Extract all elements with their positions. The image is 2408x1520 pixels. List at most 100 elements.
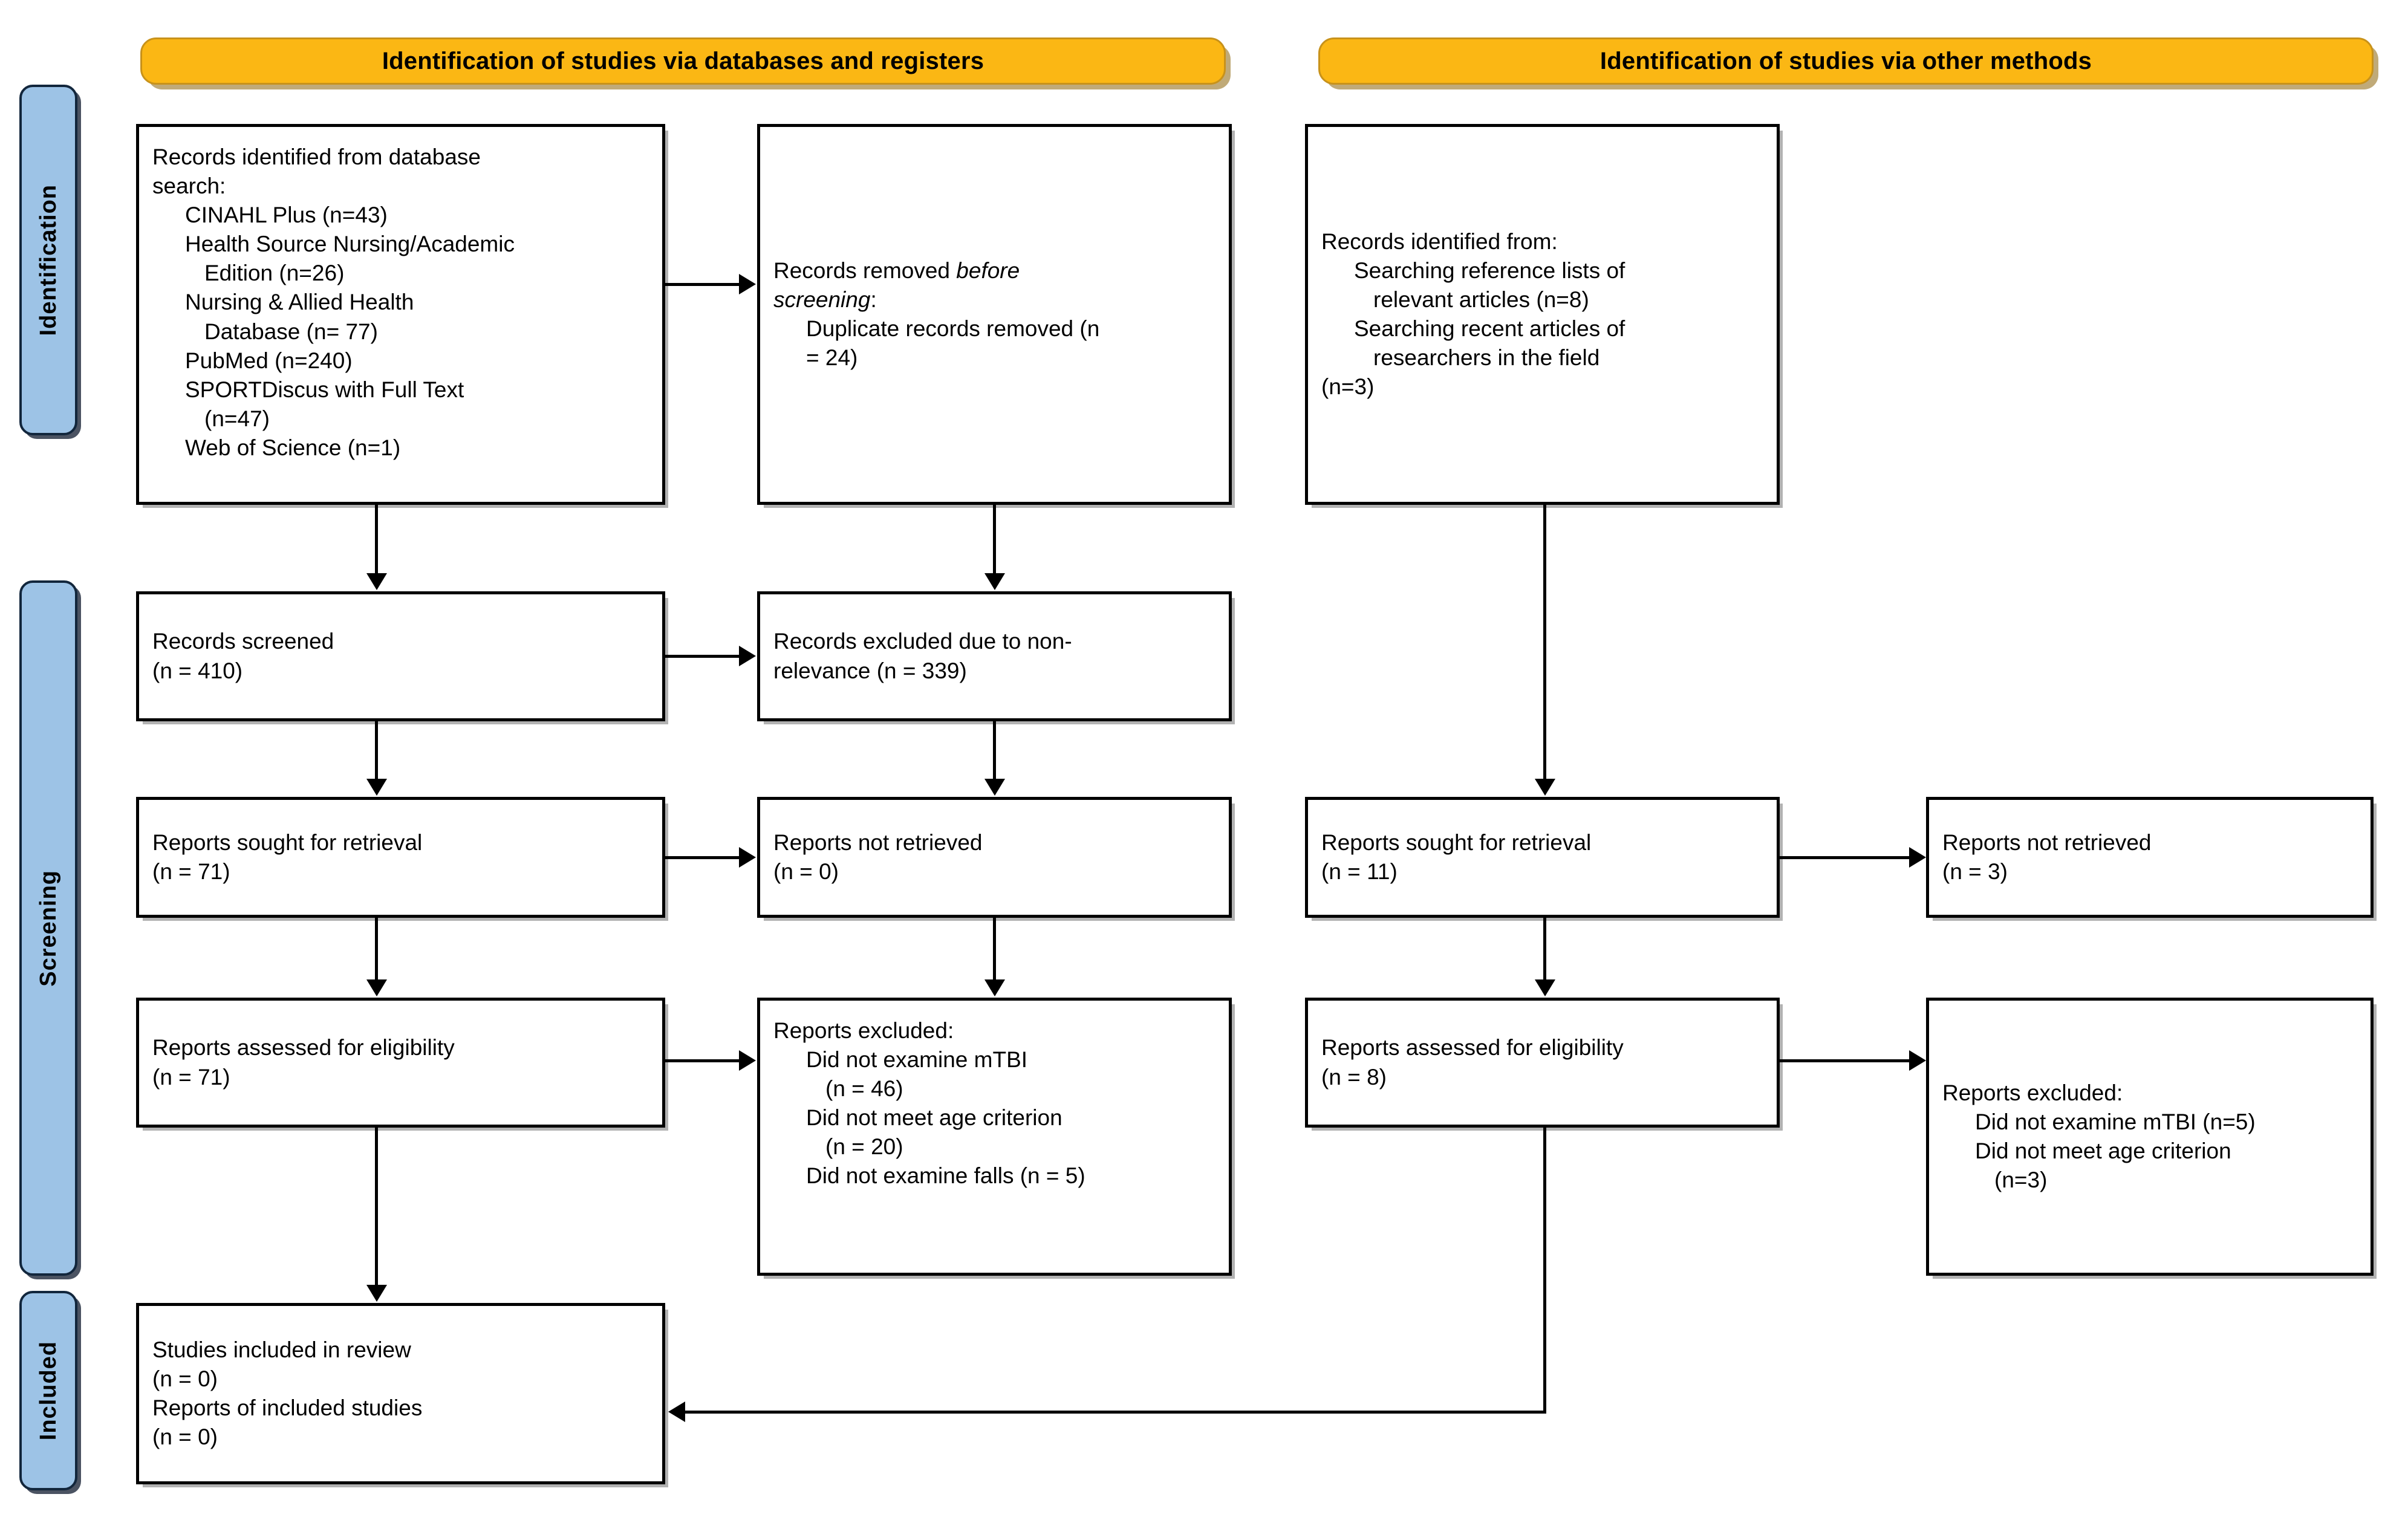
records-removed-line1b-italic: before [956,258,1020,283]
node-reports-sought-for-retrieval-left: Reports sought for retrieval (n = 71) [136,797,665,918]
connector-identified-other-to-sought-right [1543,505,1546,779]
stage-pill-screening: Screening [19,580,77,1276]
stage-label-identification: Identification [35,184,61,336]
records-removed-line1: Records removed before [773,256,1215,285]
records-identified-other-item-3: researchers in the field [1373,345,1600,371]
reports-assessed-right-line1: Reports assessed for eligibility [1321,1035,1624,1060]
connector-screened-to-sought-left [375,721,378,779]
connector-identified-to-removed [665,283,739,286]
arrowhead-identified-to-removed [739,274,756,294]
connector-identified-to-screened [375,505,378,573]
node-records-removed-before-screening: Records removed before screening: Duplic… [757,124,1232,505]
reports-assessed-left-line1: Reports assessed for eligibility [152,1035,455,1060]
arrowhead-screened-to-sought-left [366,779,387,796]
arrowhead-sought-to-assessed-right [1535,979,1555,996]
reports-sought-right-line1: Reports sought for retrieval [1321,830,1592,855]
arrowhead-notretrieved-to-excluded-left [984,979,1005,996]
records-identified-other-item-0: Searching reference lists of [1354,258,1625,283]
studies-included-line4: (n = 0) [152,1424,218,1450]
reports-excluded-right-item-2: (n=3) [1994,1168,2048,1193]
records-screened-line2: (n = 410) [152,658,243,683]
records-removed-line1a: Records removed [773,258,957,283]
arrowhead-sought-to-notretrieved-left [739,847,756,868]
arrowhead-sought-to-assessed-left [366,979,387,996]
arrowhead-excluded-to-notretrieved-left [984,779,1005,796]
reports-excluded-right-title: Reports excluded: [1942,1080,2123,1105]
node-reports-sought-for-retrieval-right: Reports sought for retrieval (n = 11) [1305,797,1780,918]
records-identified-other-item-4: (n=3) [1321,374,1375,400]
connector-excluded-to-notretrieved-left [993,721,996,779]
records-identified-db-item-6: SPORTDiscus with Full Text [185,377,464,402]
reports-excluded-right-item-1: Did not meet age criterion [1975,1138,2231,1163]
reports-not-retrieved-right-line2: (n = 3) [1942,859,2008,884]
reports-sought-left-line1: Reports sought for retrieval [152,830,423,855]
stage-pill-included: Included [19,1291,77,1490]
stage-pill-identification: Identification [19,85,77,435]
connector-sought-to-notretrieved-left [665,856,739,859]
records-identified-db-item-7: (n=47) [204,406,270,431]
node-reports-not-retrieved-left: Reports not retrieved (n = 0) [757,797,1232,918]
studies-included-line1: Studies included in review [152,1337,411,1362]
reports-excluded-left-item-2: Did not meet age criterion [806,1105,1062,1131]
reports-excluded-right-item-0: Did not examine mTBI (n=5) [1975,1109,2256,1134]
node-reports-excluded-right: Reports excluded: Did not examine mTBI (… [1926,998,2374,1276]
reports-not-retrieved-left-line1: Reports not retrieved [773,830,983,855]
node-records-excluded-non-relevance: Records excluded due to non- relevance (… [757,591,1232,721]
records-removed-item1: Duplicate records removed (n [806,316,1100,341]
records-excluded-line2: relevance (n = 339) [773,658,967,683]
reports-not-retrieved-left-line2: (n = 0) [773,859,839,884]
records-screened-line1: Records screened [152,629,334,654]
node-reports-excluded-left: Reports excluded: Did not examine mTBI (… [757,998,1232,1276]
reports-excluded-left-item-1: (n = 46) [825,1076,903,1102]
studies-included-line2: (n = 0) [152,1366,218,1391]
arrowhead-assessed-to-excluded-left [739,1050,756,1071]
arrowhead-assessed-to-included [366,1285,387,1302]
banner-other-methods: Identification of studies via other meth… [1318,37,2374,85]
records-identified-other-title: Records identified from: [1321,229,1558,254]
connector-assessed-right-to-included-vertical [1543,1128,1546,1414]
arrowhead-removed-to-excluded [984,573,1005,590]
records-identified-db-item-8: Web of Science (n=1) [185,435,401,460]
arrowhead-assessed-to-excluded-right [1909,1050,1926,1071]
node-reports-not-retrieved-right: Reports not retrieved (n = 3) [1926,797,2374,918]
reports-assessed-left-line2: (n = 71) [152,1064,230,1090]
records-removed-line2: screening: [773,285,1215,314]
node-studies-included-in-review: Studies included in review (n = 0) Repor… [136,1303,665,1484]
reports-excluded-left-title: Reports excluded: [773,1018,954,1043]
records-removed-line2-colon: : [870,287,877,312]
reports-excluded-left-item-3: (n = 20) [825,1134,903,1160]
connector-sought-to-assessed-right [1543,918,1546,979]
records-identified-other-item-1: relevant articles (n=8) [1373,287,1589,312]
arrowhead-identified-to-screened [366,573,387,590]
stage-label-screening: Screening [35,869,61,987]
records-excluded-line1: Records excluded due to non- [773,629,1072,654]
records-identified-other-item-2: Searching recent articles of [1354,316,1625,341]
records-removed-item2: = 24) [806,345,858,371]
connector-sought-to-notretrieved-right [1780,856,1909,859]
banner-other-methods-label: Identification of studies via other meth… [1599,47,2092,74]
banner-databases-label: Identification of studies via databases … [382,47,984,74]
node-reports-assessed-for-eligibility-left: Reports assessed for eligibility (n = 71… [136,998,665,1128]
connector-screened-to-excluded [665,655,739,658]
records-identified-db-item-5: PubMed (n=240) [185,348,353,373]
reports-excluded-left-item-4: Did not examine falls (n = 5) [806,1163,1085,1189]
reports-sought-right-line2: (n = 11) [1321,859,1398,884]
arrowhead-assessed-right-to-included [668,1401,685,1422]
records-identified-db-item-4: Database (n= 77) [204,319,378,344]
connector-assessed-to-excluded-right [1780,1059,1909,1062]
connector-removed-to-excluded [993,505,996,573]
connector-sought-to-assessed-left [375,918,378,979]
connector-assessed-to-excluded-left [665,1059,739,1062]
node-reports-assessed-for-eligibility-right: Reports assessed for eligibility (n = 8) [1305,998,1780,1128]
arrowhead-sought-to-notretrieved-right [1909,847,1926,868]
stage-label-included: Included [35,1340,61,1441]
records-removed-line2-italic: screening [773,287,871,312]
reports-sought-left-line2: (n = 71) [152,859,230,884]
reports-excluded-left-item-0: Did not examine mTBI [806,1047,1028,1073]
records-identified-db-item-0: CINAHL Plus (n=43) [185,203,388,228]
reports-not-retrieved-right-line1: Reports not retrieved [1942,830,2152,855]
banner-databases-and-registers: Identification of studies via databases … [140,37,1226,85]
node-records-identified-from-other-methods: Records identified from: Searching refer… [1305,124,1780,505]
node-records-screened: Records screened (n = 410) [136,591,665,721]
records-identified-db-item-3: Nursing & Allied Health [185,290,414,315]
